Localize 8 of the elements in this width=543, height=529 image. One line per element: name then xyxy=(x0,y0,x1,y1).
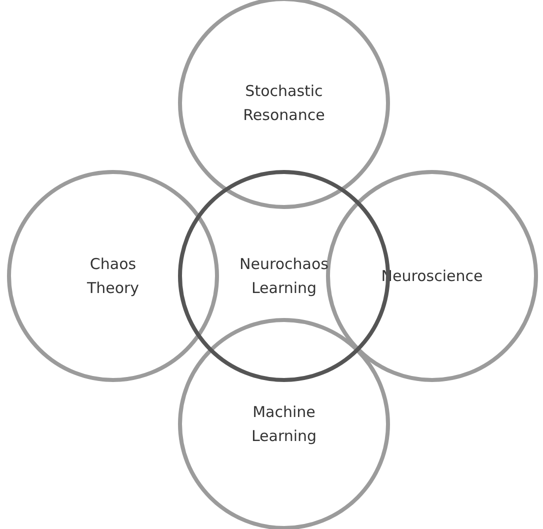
topic-label: Neurochaos Learning xyxy=(238,254,330,299)
topic-label: Machine Learning xyxy=(250,402,318,447)
topic-circle xyxy=(178,318,390,529)
topic-label: Chaos Theory xyxy=(86,254,140,299)
topic-circle xyxy=(178,0,390,209)
topic-circle xyxy=(7,170,219,382)
topic-label: Stochastic Resonance xyxy=(242,81,326,126)
topic-circle xyxy=(326,170,538,382)
